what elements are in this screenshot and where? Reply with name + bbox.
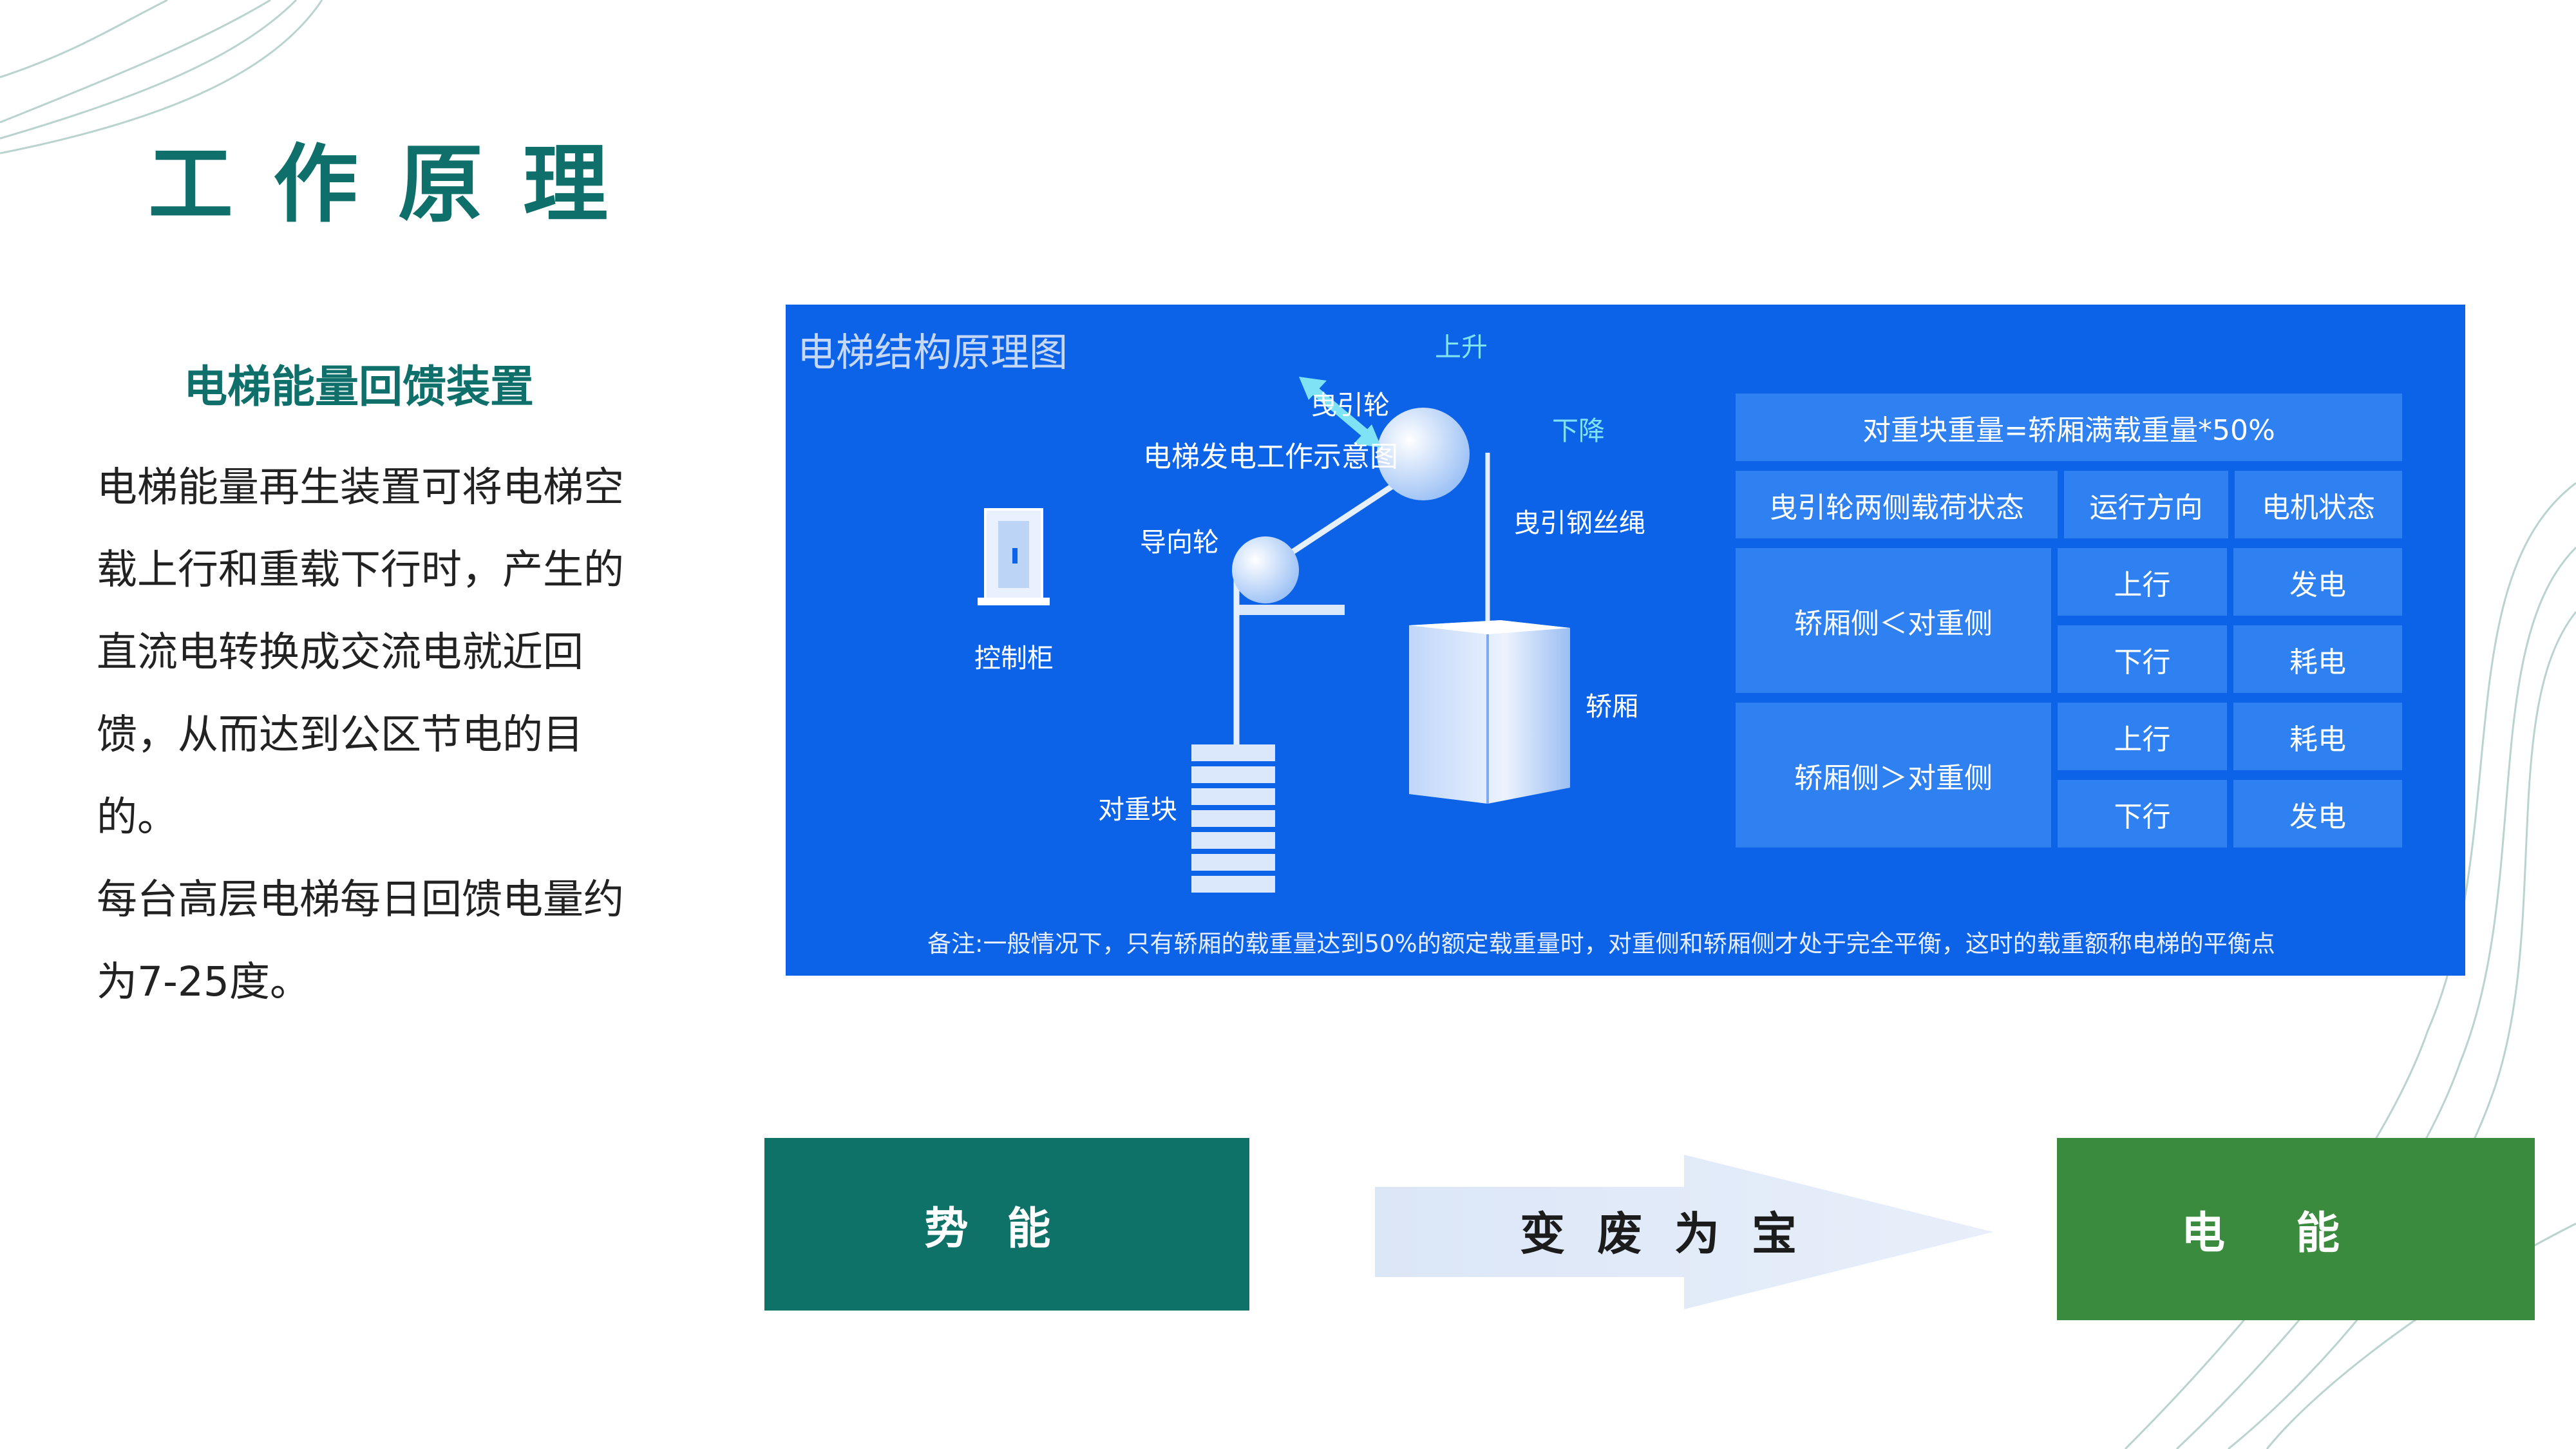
potential-energy-box: 势能 [764, 1138, 1249, 1311]
elevator-diagram: 电梯结构原理图 上升 下降 曳引轮 电梯发电工作示意图 导向轮 曳引钢丝绳 控制… [786, 305, 2465, 976]
steel-rope-label: 曳引钢丝绳 [1513, 507, 1645, 538]
section-subtitle: 电梯能量回馈装置 [184, 362, 535, 413]
counterweight-label: 对重块 [1098, 794, 1177, 825]
body-paragraph: 电梯能量再生装置可将电梯空载上行和重载下行时，产生的直流电转换成交流电就近回馈，… [97, 464, 624, 840]
control-cabinet-icon [978, 508, 1050, 605]
control-cabinet-label: 控制柜 [974, 643, 1054, 674]
elevator-car-icon [1409, 620, 1570, 804]
electric-energy-box: 电能 [2057, 1138, 2535, 1320]
direction-cell: 上行 [2058, 548, 2227, 616]
direction-cell: 上行 [2058, 703, 2227, 770]
traction-sheave-icon [1377, 408, 1470, 500]
motor-state-cell: 发电 [2233, 780, 2402, 848]
motor-state-cell: 耗电 [2233, 703, 2402, 770]
counterweight-icon [1191, 744, 1275, 893]
motor-state-cell: 发电 [2233, 548, 2402, 616]
diagram-title: 电梯结构原理图 [797, 330, 1068, 375]
body-text: 电梯能量再生装置可将电梯空载上行和重载下行时，产生的直流电转换成交流电就近回馈，… [97, 446, 657, 1023]
formula-header: 对重块重量=轿厢满载重量*50% [1736, 393, 2402, 461]
condition-cell: 轿厢侧＜对重侧 [1736, 548, 2051, 693]
down-label: 下降 [1552, 415, 1605, 446]
col-header-motor-state: 电机状态 [2228, 471, 2402, 538]
col-header-direction: 运行方向 [2058, 471, 2228, 538]
page-title: 工作原理 [148, 135, 648, 234]
generation-caption: 电梯发电工作示意图 [1143, 440, 1398, 473]
elevator-illustration [978, 377, 1570, 893]
guide-wheel-bracket [1236, 605, 1345, 615]
direction-cell: 下行 [2058, 625, 2227, 693]
direction-cell: 下行 [2058, 780, 2227, 848]
col-header-load-state: 曳引轮两侧载荷状态 [1736, 471, 2058, 538]
diagram-note: 备注:一般情况下，只有轿厢的载重量达到50%的额定载重量时，对重侧和轿厢侧才处于… [927, 930, 2275, 958]
traction-sheave-label: 曳引轮 [1311, 390, 1390, 421]
guide-wheel-label: 导向轮 [1140, 527, 1219, 558]
condition-cell: 轿厢侧＞对重侧 [1736, 703, 2051, 848]
motor-state-cell: 耗电 [2233, 625, 2402, 693]
car-label: 轿厢 [1586, 691, 1638, 722]
arrow-label: 变废为宝 [1520, 1208, 1829, 1260]
transform-arrow-icon [1375, 1155, 1993, 1309]
up-label: 上升 [1435, 332, 1488, 363]
body-paragraph: 每台高层电梯每日回馈电量约为7-25度。 [97, 876, 624, 1005]
up-down-arrow-icon [1299, 377, 1381, 448]
guide-wheel-icon [1232, 536, 1299, 603]
